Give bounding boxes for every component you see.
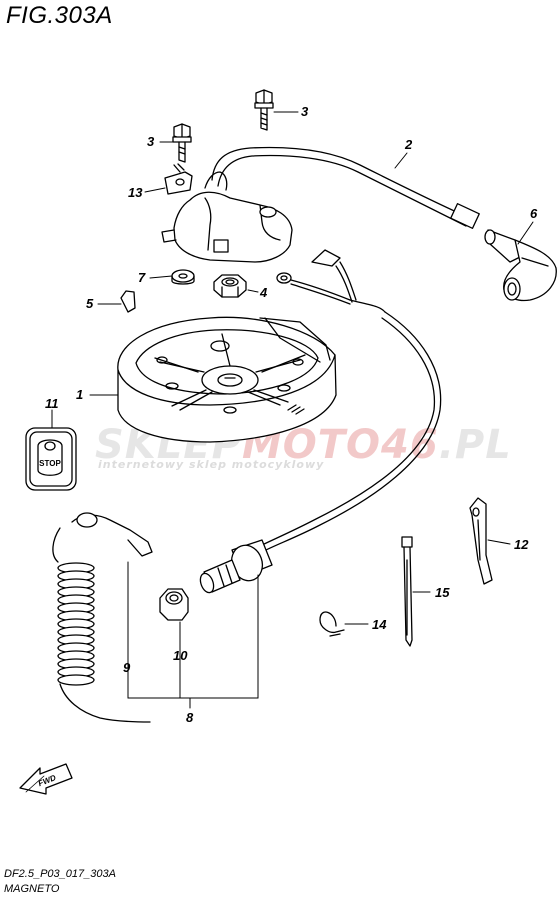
part-13-ground-terminal — [164, 163, 193, 195]
callout-7: 7 — [138, 270, 146, 285]
callout-10: 10 — [173, 648, 188, 663]
callout-13: 13 — [128, 185, 143, 200]
callout-6: 6 — [530, 206, 538, 221]
part-14-clip — [319, 611, 345, 637]
figure-title: FIG.303A — [6, 2, 113, 29]
part-10-nut — [159, 588, 189, 621]
ignition-coil — [161, 171, 293, 263]
part-6-plug-cap — [484, 229, 557, 302]
callout-5: 5 — [86, 296, 94, 311]
part-2-ht-cable — [211, 146, 480, 229]
ground-lead — [276, 249, 386, 313]
part-12-clip — [469, 497, 493, 585]
part-11-stop-plate: STOP — [25, 427, 77, 491]
callouts: 1 2 3 3 4 5 6 7 8 9 10 11 12 13 14 15 — [45, 104, 538, 725]
callout-15: 15 — [435, 585, 450, 600]
figure-name: MAGNETO — [4, 883, 60, 895]
callout-1: 1 — [76, 387, 83, 402]
part-4-nut — [213, 274, 247, 298]
callout-12: 12 — [514, 537, 529, 552]
part-5-key — [120, 290, 136, 313]
part-1-flywheel — [117, 316, 337, 443]
leader-lines — [51, 111, 534, 709]
part-3-bolt-upper — [254, 89, 274, 131]
part-7-washer — [171, 269, 195, 285]
callout-4: 4 — [259, 285, 268, 300]
part-3-bolt-left — [172, 123, 192, 163]
part-8-stop-switch-lead — [199, 311, 442, 594]
callout-2: 2 — [404, 137, 413, 152]
watermark-part3: .PL — [438, 422, 512, 468]
callout-3-upper: 3 — [301, 104, 309, 119]
part-9-lanyard — [52, 512, 153, 723]
callout-3-left: 3 — [147, 134, 155, 149]
fwd-arrow-icon: FWD — [19, 763, 73, 795]
part-15-cable-tie — [401, 536, 413, 647]
callout-11: 11 — [45, 396, 59, 411]
figure-code: DF2.5_P03_017_303A — [4, 868, 116, 880]
watermark-subtitle: internetowy sklep motocyklowy — [98, 458, 325, 471]
callout-14: 14 — [372, 617, 387, 632]
callout-9: 9 — [123, 660, 131, 675]
stop-label: STOP — [39, 459, 61, 468]
callout-8: 8 — [186, 710, 194, 725]
